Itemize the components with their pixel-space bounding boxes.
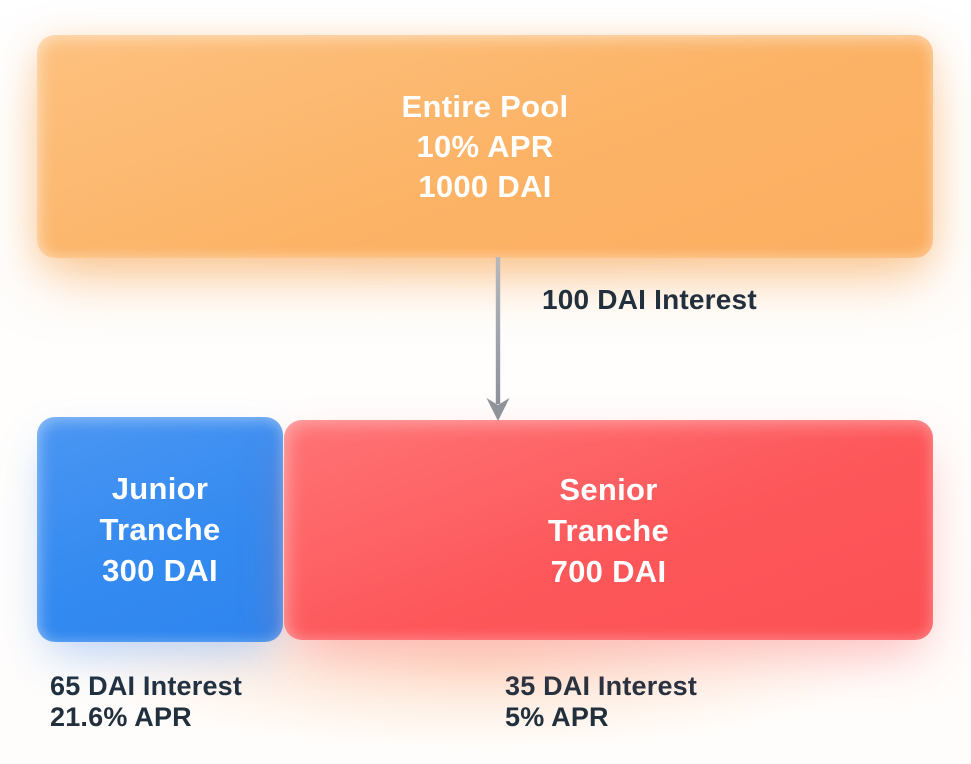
junior-apr: 21.6% APR [50,702,192,732]
senior-stats: 35 DAI Interest 5% APR [505,671,697,733]
senior-tranche-box: Senior Tranche 700 DAI [284,420,933,640]
pool-title: Entire Pool [401,88,569,124]
entire-pool-box: Entire Pool 10% APR 1000 DAI [37,35,933,258]
pool-apr: 10% APR [416,128,554,164]
senior-apr: 5% APR [505,702,609,732]
senior-name-line2: Tranche [548,512,669,548]
junior-tranche-box: Junior Tranche 300 DAI [37,417,283,642]
down-arrow-icon [486,257,510,421]
senior-amount: 700 DAI [550,553,667,589]
junior-interest: 65 DAI Interest [50,671,243,701]
junior-name-line1: Junior [111,471,209,506]
junior-stats: 65 DAI Interest 21.6% APR [50,671,242,733]
senior-name-line1: Senior [559,471,658,507]
flow-label: 100 DAI Interest [542,284,757,315]
junior-amount: 300 DAI [102,553,218,588]
pool-amount: 1000 DAI [418,168,552,204]
junior-name-line2: Tranche [99,512,221,547]
senior-interest: 35 DAI Interest [505,671,698,701]
